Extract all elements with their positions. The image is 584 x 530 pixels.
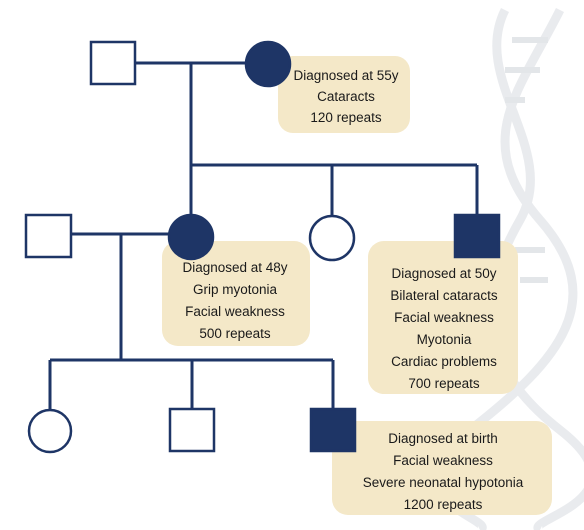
gen2-son-square-icon — [453, 213, 501, 259]
note-gen1-mother: Diagnosed at 55y Cataracts 120 repeats — [278, 56, 410, 133]
note-line: Myotonia — [417, 332, 472, 347]
note-line: Bilateral cataracts — [390, 288, 498, 303]
note-gen3-affected-son: Diagnosed at birth Facial weakness Sever… — [332, 421, 552, 515]
note-line: Cardiac problems — [391, 354, 497, 369]
gen3-daughter-circle-icon — [27, 408, 73, 454]
note-line: 500 repeats — [199, 326, 271, 341]
note-line: Facial weakness — [185, 304, 285, 319]
note-line: Diagnosed at birth — [388, 431, 498, 446]
note-line: Grip myotonia — [193, 282, 278, 297]
note-line: Diagnosed at 50y — [391, 266, 496, 281]
note-line: Diagnosed at 48y — [182, 260, 287, 275]
note-gen2-daughter: Diagnosed at 48y Grip myotonia Facial we… — [162, 241, 310, 346]
note-line: 1200 repeats — [404, 497, 483, 512]
gen1-father-square-icon — [89, 40, 137, 86]
note-line: 120 repeats — [310, 110, 382, 125]
note-line: Severe neonatal hypotonia — [363, 475, 524, 490]
note-line: Cataracts — [317, 89, 375, 104]
pedigree-lines — [48, 61, 479, 410]
gen3-son-square-icon — [168, 407, 216, 453]
note-line: Facial weakness — [393, 453, 493, 468]
note-line: Diagnosed at 55y — [293, 68, 398, 83]
gen2-middle-daughter-circle-icon — [308, 214, 356, 262]
note-gen2-son: Diagnosed at 50y Bilateral cataracts Fac… — [368, 241, 518, 394]
note-line: 700 repeats — [408, 376, 480, 391]
gen2-spouse-square-icon — [24, 213, 73, 259]
gen2-daughter-circle-icon — [167, 213, 215, 261]
gen3-affected-son-square-icon — [309, 407, 357, 453]
note-line: Facial weakness — [394, 310, 494, 325]
gen1-mother-circle-icon — [244, 40, 292, 88]
